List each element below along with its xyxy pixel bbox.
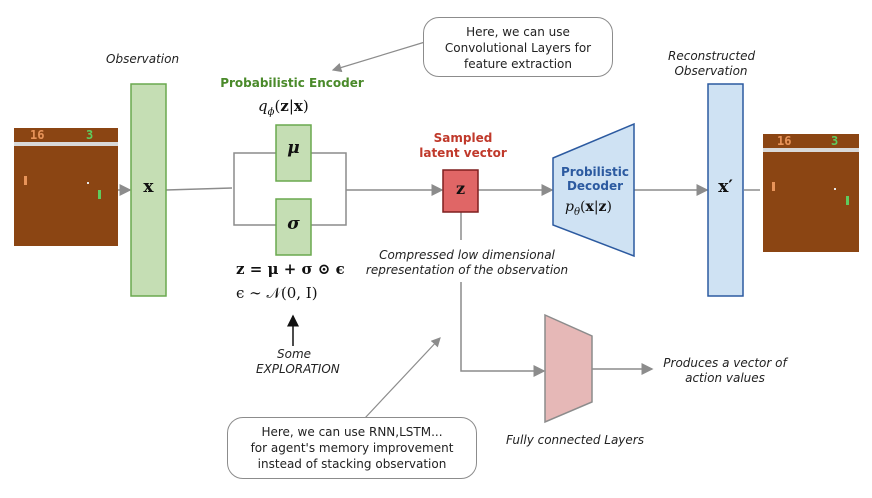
arrow-latent-to-fc — [460, 282, 546, 377]
recon-wall — [763, 148, 859, 152]
exploration-line-2: EXPLORATION — [256, 362, 340, 376]
reconstructed-game-frame: 16 3 — [763, 134, 859, 252]
conv-note-line-2: Convolutional Layers for — [444, 41, 592, 55]
fc-shape — [544, 313, 593, 424]
reparam-equation: z = μ + σ ⊙ ϵ — [236, 260, 345, 278]
noise-equation: ϵ ∼ 𝒩(0, I) — [236, 284, 318, 302]
output-label: Produces a vector of action values — [663, 356, 787, 385]
decoder-formula: pθ(x|z) — [565, 199, 612, 218]
encoder-branch-right — [311, 152, 347, 226]
encoder-branch-left — [233, 152, 276, 226]
arrow-rnn-bubble — [364, 337, 441, 419]
sampled-latent-label: Sampled latent vector — [419, 131, 507, 160]
sigma-symbol: σ — [287, 214, 300, 234]
rnn-note-line-3: instead of stacking observation — [257, 457, 447, 471]
right-paddle-icon — [98, 190, 101, 199]
recon-score-left: 16 — [777, 134, 792, 148]
game-wall — [14, 142, 118, 146]
rnn-note-line-1: Here, we can use RNN,LSTM... — [261, 425, 443, 439]
game-score-right: 3 — [86, 128, 94, 142]
z-symbol: z — [455, 179, 466, 198]
encoder-title: Probabilistic Encoder — [220, 76, 364, 90]
arrow-x-to-encoder — [165, 187, 233, 191]
xprime-box — [707, 83, 744, 297]
left-paddle-icon — [24, 176, 27, 185]
xprime-symbol: x′ — [718, 177, 733, 197]
mu-box — [275, 124, 312, 182]
recon-right-paddle-icon — [846, 196, 849, 205]
mu-symbol: μ — [287, 138, 300, 158]
recon-left-paddle-icon — [772, 182, 775, 191]
conv-note-bubble: Here, we can use Convolutional Layers fo… — [423, 17, 613, 77]
observation-game-frame: 16 3 — [14, 128, 118, 246]
conv-note-line-3: feature extraction — [464, 57, 572, 71]
game-score-left: 16 — [30, 128, 45, 142]
exploration-line-1: Some — [276, 347, 312, 361]
decoder-shape — [552, 122, 635, 258]
sigma-box — [275, 198, 312, 256]
ball-icon — [87, 182, 89, 184]
conv-note-line-1: Here, we can use — [466, 25, 570, 39]
encoder-formula: qϕ(z|x) — [258, 97, 309, 118]
recon-ball-icon — [834, 188, 836, 190]
reconstructed-label: Reconstructed Observation — [668, 49, 756, 78]
fc-label: Fully connected Layers — [506, 433, 644, 447]
recon-score-right: 3 — [831, 134, 839, 148]
recon-score-bar — [763, 134, 859, 148]
x-box — [130, 83, 167, 297]
game-score-bar — [14, 128, 118, 142]
compressed-label: Compressed low dimensional representatio… — [352, 248, 582, 278]
observation-label: Observation — [106, 52, 180, 66]
z-box — [442, 169, 479, 213]
rnn-note-line-2: for agent's memory improvement — [250, 441, 454, 455]
rnn-note-bubble: Here, we can use RNN,LSTM... for agent's… — [227, 417, 477, 479]
exploration-label: Some EXPLORATION — [256, 347, 340, 377]
x-symbol: x — [143, 177, 154, 197]
arrow-conv-bubble — [331, 41, 426, 73]
decoder-title: Probilistic Decoder — [561, 165, 629, 193]
